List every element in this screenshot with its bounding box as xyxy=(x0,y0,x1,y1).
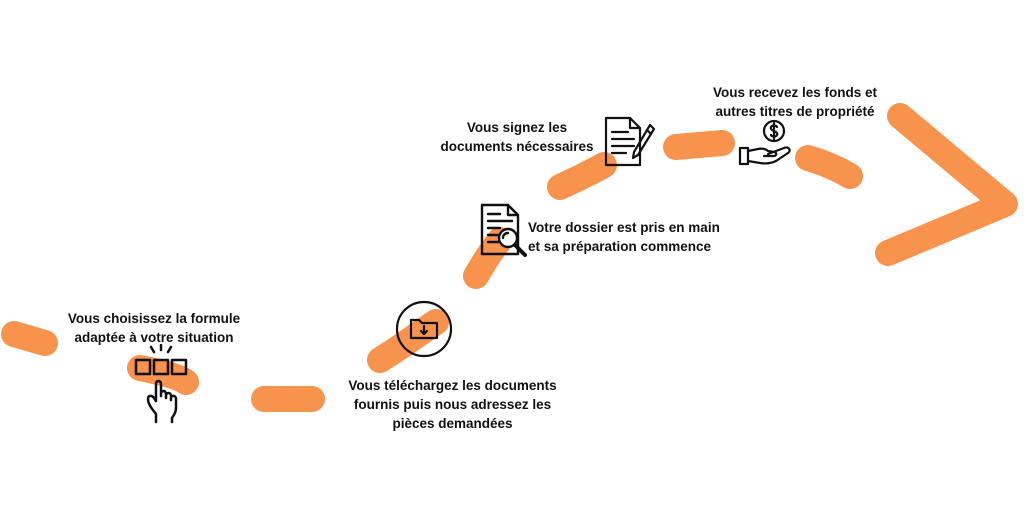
path-arrow-head xyxy=(875,103,1018,266)
step-3-line-2: et sa préparation commence xyxy=(528,239,712,254)
step-2-line-1: Vous téléchargez les documents xyxy=(348,378,557,393)
step-2-label: Vous téléchargez les documents fournis p… xyxy=(330,376,575,433)
path-dash-6 xyxy=(547,152,617,200)
step-5-line-1: Vous recevez les fonds et xyxy=(712,85,878,100)
step-1-line-2: adaptée à votre situation xyxy=(74,330,234,345)
step-3-line-1: Votre dossier est pris en main xyxy=(528,220,720,235)
step-2-line-3: pièces demandées xyxy=(392,416,513,431)
document-search-icon xyxy=(480,203,527,257)
step-5-label: Vous recevez les fonds et autres titres … xyxy=(702,83,888,121)
path-dash-7 xyxy=(663,130,735,160)
step-4-line-2: documents nécessaires xyxy=(440,139,594,154)
step-4-label: Vous signez les documents nécessaires xyxy=(432,118,602,156)
step-1-label: Vous choisissez la formule adaptée à vot… xyxy=(56,309,252,347)
path-dash-4 xyxy=(367,309,449,373)
hand-click-icon xyxy=(134,344,188,424)
document-sign-icon xyxy=(604,116,656,167)
step-1-line-1: Vous choisissez la formule xyxy=(67,311,241,326)
step-2-line-2: fournis puis nous adressez les xyxy=(353,397,552,412)
folder-download-icon xyxy=(395,300,453,358)
hand-money-icon xyxy=(738,119,791,166)
step-5-line-2: autres titres de propriété xyxy=(715,104,875,119)
step-4-line-1: Vous signez les xyxy=(466,120,568,135)
step-3-label: Votre dossier est pris en main et sa pré… xyxy=(528,218,738,256)
path-dash-1 xyxy=(1,321,58,356)
path-dash-8 xyxy=(795,145,863,189)
